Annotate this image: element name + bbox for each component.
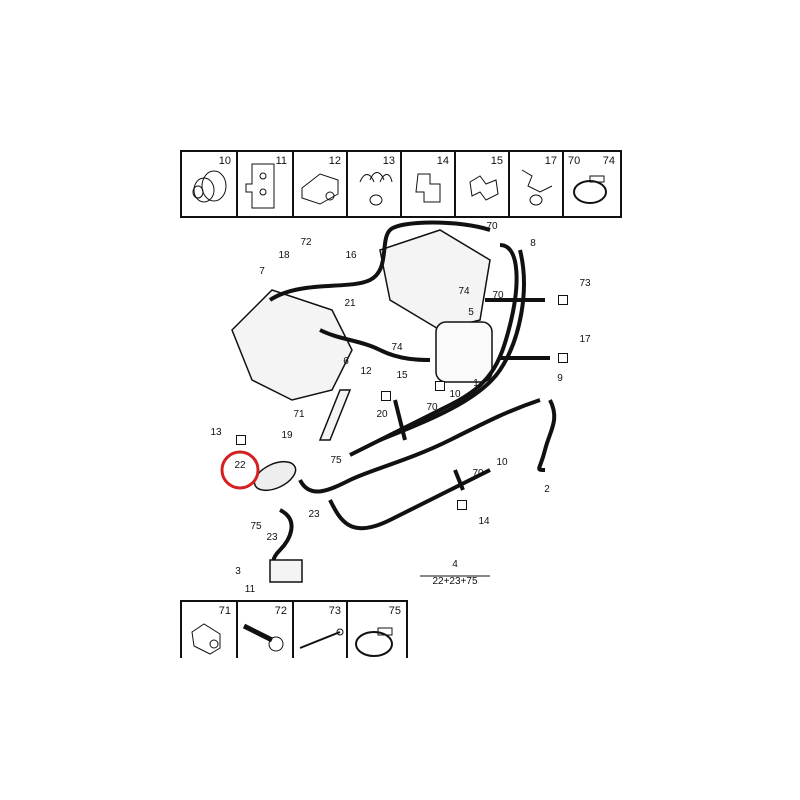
clip-15-icon <box>469 175 499 201</box>
part-number: 72 <box>274 605 287 617</box>
part-number: 13 <box>382 155 395 167</box>
part-number: 74 <box>602 155 615 167</box>
part-number: 17 <box>544 155 557 167</box>
part-72-cell[interactable]: 72 <box>238 602 294 658</box>
part-71-cell[interactable]: 71 <box>182 602 238 658</box>
callout: 16 <box>345 250 357 261</box>
bracket-3 <box>269 559 303 583</box>
part-11-cell[interactable]: 11 <box>238 152 294 216</box>
callout-box <box>236 435 246 445</box>
callout-box <box>457 500 467 510</box>
callout: 10 <box>449 389 461 400</box>
callout: 19 <box>281 430 293 441</box>
hose-22 <box>253 460 297 492</box>
callout: 13 <box>210 427 222 438</box>
callout: 2 <box>544 484 550 495</box>
part-number: 12 <box>328 155 341 167</box>
clip-13-icon <box>359 172 393 206</box>
callout: 4 <box>452 559 458 570</box>
callout: 12 <box>360 366 372 377</box>
callout: 74 <box>458 286 470 297</box>
part-number: 73 <box>328 605 341 617</box>
hoses <box>268 220 557 572</box>
callout: 11 <box>244 584 256 595</box>
fuel-filter <box>435 321 493 383</box>
callout-box <box>558 353 568 363</box>
clip-17-icon <box>521 169 553 206</box>
callout: 20 <box>376 409 388 420</box>
callout: 70 <box>486 221 498 232</box>
callout: 70 <box>492 290 504 301</box>
grommet-icon <box>192 170 227 203</box>
callout: 6 <box>343 356 349 367</box>
callout: 17 <box>579 334 591 345</box>
callout: 3 <box>235 566 241 577</box>
callout: 23 <box>266 532 278 543</box>
part-number: 14 <box>436 155 449 167</box>
hose-clamp-icon <box>355 627 393 657</box>
callout: 5 <box>468 307 474 318</box>
callout: 70 <box>472 468 484 479</box>
callout: 15 <box>396 370 408 381</box>
part-75-cell[interactable]: 75 <box>348 602 406 658</box>
callout-box <box>435 381 445 391</box>
callout: 8 <box>530 238 536 249</box>
callout: 75 <box>330 455 342 466</box>
callout: 70 <box>426 402 438 413</box>
part-number: 15 <box>490 155 503 167</box>
callout: 18 <box>278 250 290 261</box>
parts-strip-bottom: 71 72 73 75 <box>180 600 408 658</box>
screw-icon <box>242 623 284 652</box>
callout: 1 <box>473 378 479 389</box>
engine-housing <box>379 229 491 331</box>
kit-label: 22+23+75 <box>432 576 478 587</box>
cable-tie-icon <box>299 628 344 649</box>
callout: 72 <box>300 237 312 248</box>
callout: 74 <box>391 342 403 353</box>
bracket-plate-icon <box>245 163 275 209</box>
part-number: 75 <box>388 605 401 617</box>
bracket-19 <box>318 389 352 441</box>
callout-box <box>558 295 568 305</box>
nut-icon <box>191 623 221 655</box>
part-number: 10 <box>218 155 231 167</box>
part-14-cell[interactable]: 14 <box>402 152 456 216</box>
callout: 71 <box>293 409 305 420</box>
part-73-cell[interactable]: 73 <box>294 602 348 658</box>
callout: 73 <box>579 278 591 289</box>
callout-box <box>381 391 391 401</box>
callout: 14 <box>478 516 490 527</box>
hose-clamp-icon <box>573 175 607 204</box>
part-number: 11 <box>275 155 287 167</box>
callout-highlighted: 22 <box>234 460 246 471</box>
callout: 75 <box>250 521 262 532</box>
part-13-cell[interactable]: 13 <box>348 152 402 216</box>
part-17-cell[interactable]: 17 <box>510 152 564 216</box>
callout: 7 <box>259 266 265 277</box>
highlight-circle <box>220 450 260 490</box>
parts-strip-top: 10 11 12 13 14 15 17 70 74 <box>180 150 622 218</box>
part-number: 70 <box>568 155 581 167</box>
part-15-cell[interactable]: 15 <box>456 152 510 216</box>
callout: 9 <box>557 373 563 384</box>
injection-pump <box>231 289 353 401</box>
part-number: 71 <box>218 605 231 617</box>
clip-14-icon <box>415 173 441 203</box>
part-10-cell[interactable]: 10 <box>182 152 238 216</box>
callout: 23 <box>308 509 320 520</box>
part-12-cell[interactable]: 12 <box>294 152 348 216</box>
callout: 21 <box>344 298 356 309</box>
part-70-74-cell[interactable]: 70 74 <box>564 152 620 216</box>
clip-12-icon <box>301 173 339 205</box>
callout: 10 <box>496 457 508 468</box>
